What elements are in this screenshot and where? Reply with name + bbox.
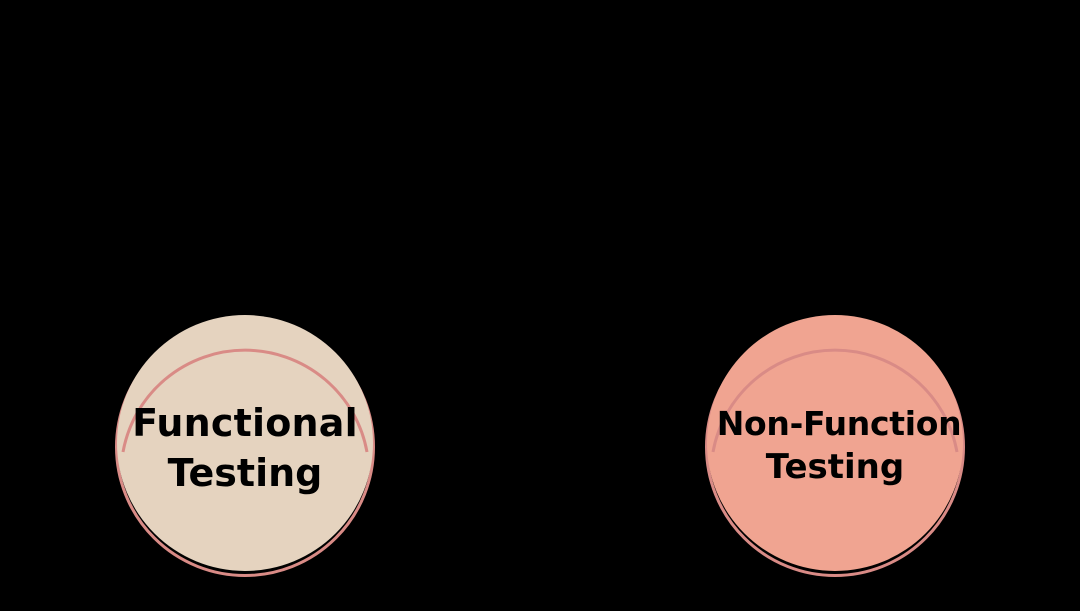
ring-inner-arc (711, 348, 959, 453)
disc-fill (707, 315, 963, 571)
ring-inner-arc (121, 348, 369, 453)
node-non-functional-testing: Non-Function Testing (703, 312, 967, 582)
node-functional-testing: Functional Testing (113, 312, 377, 582)
node-label-line-2: Testing (765, 447, 905, 487)
node-label-line-1: Functional (132, 401, 358, 445)
circle-shape-non-functional (705, 315, 965, 577)
circle-shape-functional (115, 315, 375, 577)
node-label-line-2: Testing (167, 451, 323, 495)
disc-fill (117, 315, 373, 571)
node-label-line-1: Non-Function (716, 404, 962, 443)
